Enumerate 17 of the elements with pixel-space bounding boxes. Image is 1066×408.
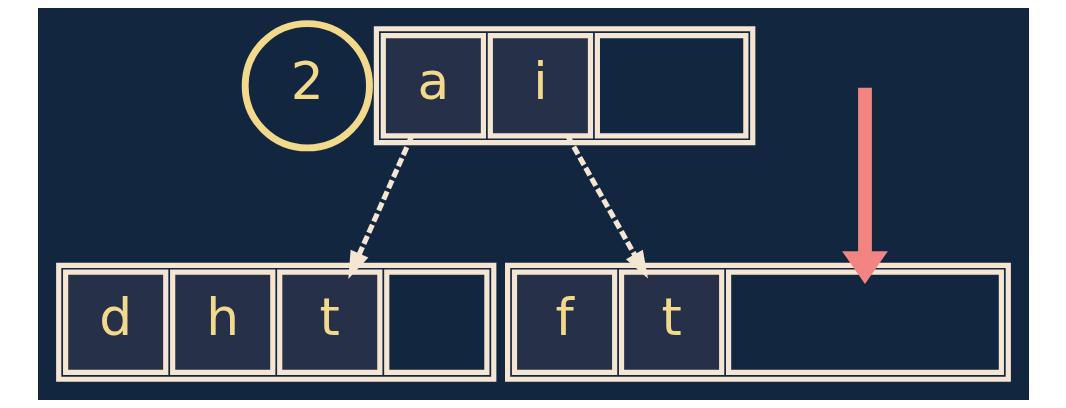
arrow (841, 87, 888, 284)
arrow (565, 135, 648, 279)
node-box: a (380, 33, 486, 139)
node-box: t (618, 269, 724, 375)
node-box (594, 33, 748, 139)
node-box: d (62, 269, 168, 375)
node-circle: 2 (241, 20, 373, 152)
node-box: i (487, 33, 593, 139)
cluster (373, 26, 755, 146)
node-box: h (169, 269, 275, 375)
node-box (383, 269, 489, 375)
node-box: f (511, 269, 617, 375)
arrow (347, 135, 414, 279)
cluster (55, 262, 496, 382)
cluster (504, 262, 1011, 382)
node-box: t (276, 269, 382, 375)
node-box (725, 269, 1004, 375)
